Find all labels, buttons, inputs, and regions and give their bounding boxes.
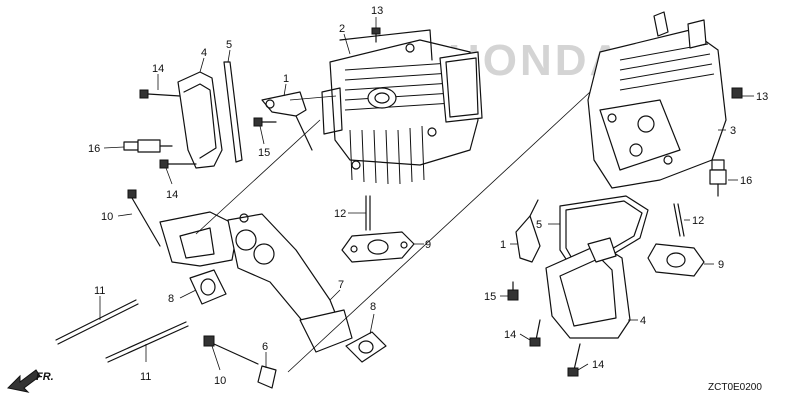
callout-12-right: 12 [692, 215, 704, 227]
bolt-10-upper [127, 189, 161, 247]
bolt-10-lower [203, 335, 259, 365]
callout-13-top: 13 [371, 5, 383, 17]
valve-cover-right [545, 237, 631, 339]
spark-plug-right [709, 159, 727, 197]
bracket-left [261, 91, 313, 151]
bolt-14-right-middle [529, 319, 541, 347]
bolt-13-top [371, 27, 381, 43]
valve-cover-gasket-right [559, 195, 649, 269]
callout-16-right: 16 [740, 175, 752, 187]
callout-6: 6 [262, 341, 268, 353]
bolt-14-right-lower [567, 343, 581, 377]
gasket-9-right [647, 243, 705, 277]
callout-11-lower: 11 [140, 371, 151, 383]
callout-14-left-top: 14 [152, 63, 164, 75]
callout-1-left: 1 [283, 73, 289, 85]
callout-5-left: 5 [226, 39, 232, 51]
stud-12-left [365, 195, 371, 231]
callout-14-right-low: 14 [592, 359, 604, 371]
bolt-14-left-lower [159, 159, 197, 169]
front-direction-arrow: FR. [6, 369, 54, 393]
gasket-8-left [189, 269, 227, 305]
callout-9-right: 9 [718, 259, 724, 271]
callout-9-left: 9 [425, 239, 431, 251]
callout-11-upper: 11 [94, 285, 105, 297]
callout-14-left-low: 14 [166, 189, 178, 201]
clip-6 [257, 365, 277, 389]
callout-10-lower: 10 [214, 375, 226, 387]
callout-numbers: 13 2 4 5 14 1 16 15 14 10 12 9 11 8 7 8 … [88, 5, 768, 387]
callout-7: 7 [338, 279, 344, 291]
callout-16-left: 16 [88, 143, 100, 155]
callout-15-right: 15 [484, 291, 496, 303]
bolt-14-left-upper [139, 89, 181, 99]
callout-13-right: 13 [756, 91, 768, 103]
gasket-cover-left [177, 71, 223, 169]
callout-15-left: 15 [258, 147, 270, 159]
gasket-8-right [345, 331, 387, 363]
stud-12-right [673, 203, 685, 237]
callout-4-left: 4 [201, 47, 207, 59]
nut-13-right [731, 87, 743, 99]
callout-leaders [99, 17, 754, 371]
callout-8-left: 8 [168, 293, 174, 305]
callout-2: 2 [339, 23, 345, 35]
diagram-code: ZCT0E0200 [708, 382, 762, 393]
callout-8-right: 8 [370, 301, 376, 313]
long-stud-11-lower [105, 321, 189, 363]
callout-4-right: 4 [640, 315, 646, 327]
long-stud-11-upper [55, 299, 139, 345]
cylinder-head-right [587, 11, 727, 189]
callout-10-upper: 10 [101, 211, 113, 223]
connection-lines [195, 91, 591, 373]
callout-1-right: 1 [500, 239, 506, 251]
bolt-15-right [507, 281, 519, 301]
callout-3: 3 [730, 125, 736, 137]
cylinder-left [321, 29, 483, 185]
intake-manifold [159, 211, 353, 353]
callout-5-right: 5 [536, 219, 542, 231]
callout-14-right-mid: 14 [504, 329, 516, 341]
gasket-9-left [341, 231, 415, 263]
bolt-15-left [253, 117, 277, 127]
callout-12-left: 12 [334, 208, 346, 220]
bracket-right [515, 199, 541, 263]
seal-strip-left [223, 61, 243, 163]
spark-plug-left [123, 139, 173, 153]
front-marker-label: FR. [36, 371, 54, 383]
